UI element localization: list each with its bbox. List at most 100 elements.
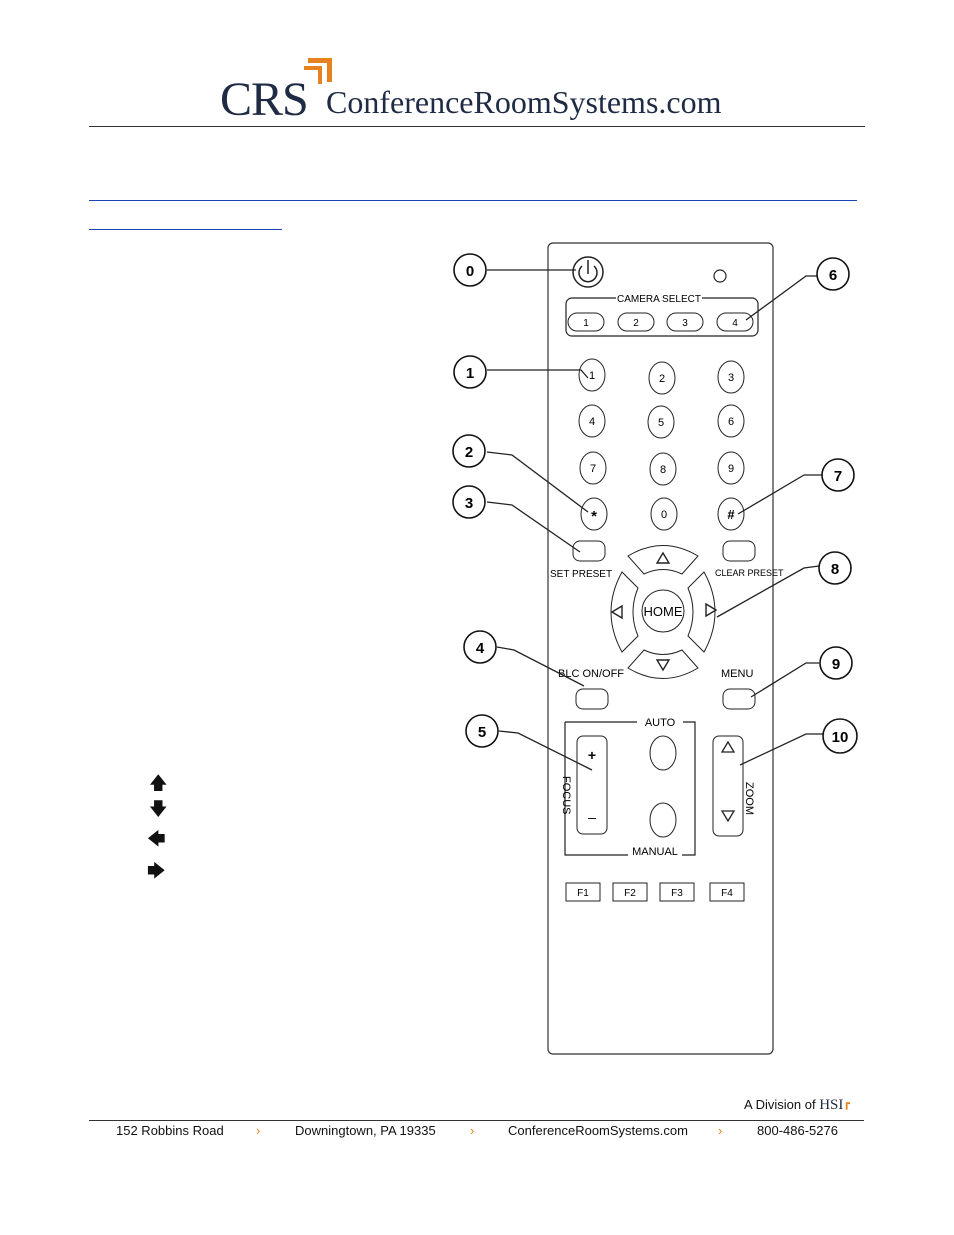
home-label: HOME — [644, 604, 683, 619]
keypad-button-star[interactable] — [580, 497, 608, 531]
camera-select-label: CAMERA SELECT — [617, 294, 701, 305]
camera-button-4-label: 4 — [732, 318, 738, 329]
keypad-label: 3 — [728, 372, 734, 384]
callout-4-label: 4 — [476, 640, 485, 657]
keypad-button-1[interactable] — [578, 358, 606, 392]
callout-10 — [822, 718, 858, 754]
f1-button[interactable] — [565, 882, 601, 902]
camera-select-buttons: 1 2 3 4 — [567, 312, 754, 332]
zoom-rocker[interactable] — [712, 735, 744, 837]
keypad-label: 5 — [658, 417, 664, 429]
auto-focus-button[interactable] — [649, 735, 677, 771]
nav-left-button[interactable] — [610, 571, 639, 653]
keypad-button-7[interactable] — [579, 451, 607, 485]
f3-button[interactable] — [659, 882, 695, 902]
keypad-label: 9 — [728, 463, 734, 475]
keypad-button-3[interactable] — [717, 360, 745, 394]
callout-0 — [453, 253, 487, 287]
keypad-button-8[interactable] — [649, 452, 677, 486]
camera-button-3-label: 3 — [682, 318, 688, 329]
footer-separator: › — [470, 1123, 475, 1138]
zoom-label: ZOOM — [743, 782, 755, 815]
footer-website[interactable]: ConferenceRoomSystems.com — [508, 1123, 688, 1138]
callout-5-label: 5 — [478, 724, 486, 741]
callout-5 — [465, 714, 499, 748]
keypad-label: 8 — [660, 464, 666, 476]
camera-button-4[interactable] — [716, 312, 754, 332]
nav-down-button[interactable] — [627, 649, 699, 679]
callout-lines — [486, 269, 823, 771]
focus-group-frame — [564, 721, 696, 856]
logo-mark-icon — [304, 58, 332, 84]
callout-7 — [821, 458, 855, 492]
menu-button[interactable] — [722, 688, 756, 710]
footer-phone: 800-486-5276 — [757, 1123, 838, 1138]
keypad-label: 1 — [589, 370, 595, 382]
header-rule — [89, 126, 865, 127]
blc-label: BLC ON/OFF — [558, 668, 624, 680]
footer: 152 Robbins Road › Downingtown, PA 19335… — [0, 1123, 954, 1141]
set-preset-button[interactable] — [572, 540, 606, 562]
home-button[interactable] — [641, 589, 685, 633]
clear-preset-label: CLEAR PRESET — [715, 568, 784, 578]
up-triangle-icon — [655, 551, 671, 564]
callout-1-label: 1 — [466, 365, 474, 382]
arrow-left-icon: 🡄 — [147, 829, 166, 849]
footer-separator: › — [718, 1123, 723, 1138]
keypad-button-2[interactable] — [648, 361, 676, 395]
camera-button-2-label: 2 — [633, 318, 639, 329]
callout-9 — [819, 646, 853, 680]
footer-city: Downingtown, PA 19335 — [295, 1123, 436, 1138]
f3-label: F3 — [671, 888, 683, 899]
keypad-label: 0 — [661, 509, 667, 521]
callout-9-label: 9 — [832, 656, 840, 673]
nav-up-button[interactable] — [627, 545, 699, 575]
camera-button-1[interactable] — [567, 312, 605, 332]
focus-rocker[interactable] — [576, 735, 608, 835]
auto-label: AUTO — [645, 717, 676, 729]
f4-button[interactable] — [709, 882, 745, 902]
keypad-button-6[interactable] — [717, 404, 745, 438]
manual-focus-button[interactable] — [649, 802, 677, 838]
callout-4 — [463, 630, 497, 664]
keypad-label: 4 — [589, 416, 595, 428]
keypad-label: 7 — [590, 463, 596, 475]
keypad-button-0[interactable] — [650, 497, 678, 531]
manual-label: MANUAL — [632, 846, 678, 858]
callout-3 — [452, 485, 486, 519]
camera-button-2[interactable] — [617, 312, 655, 332]
footer-rule — [89, 1120, 864, 1121]
zoom-out-triangle-icon — [720, 810, 736, 823]
blc-button[interactable] — [575, 688, 609, 710]
callouts: 0 1 2 3 4 5 6 7 8 9 10 — [452, 253, 858, 754]
division-name: HSI — [819, 1097, 844, 1113]
callout-2-label: 2 — [465, 444, 473, 461]
f2-button[interactable] — [612, 882, 648, 902]
link-underline[interactable] — [89, 200, 857, 201]
indicator-led — [713, 269, 727, 283]
callout-2 — [452, 434, 486, 468]
footer-separator: › — [256, 1123, 261, 1138]
division-mark-icon: ┏ — [843, 1098, 850, 1110]
f1-label: F1 — [577, 888, 589, 899]
division-note: A Division of HSI┏ — [744, 1097, 850, 1114]
callout-1 — [453, 355, 487, 389]
f4-label: F4 — [721, 888, 733, 899]
keypad-button-5[interactable] — [647, 405, 675, 439]
link-underline[interactable] — [89, 229, 282, 230]
power-icon — [578, 265, 598, 283]
keypad-button-4[interactable] — [578, 404, 606, 438]
focus-label: FOCUS — [560, 776, 572, 815]
nav-right-button[interactable] — [687, 571, 716, 653]
arrow-down-icon: 🡇 — [149, 799, 168, 819]
down-triangle-icon — [655, 659, 671, 672]
power-button[interactable] — [572, 256, 604, 288]
set-preset-label: SET PRESET — [550, 569, 612, 580]
division-prefix: A Division of — [744, 1097, 816, 1112]
keypad-button-hash[interactable] — [717, 497, 745, 531]
clear-preset-button[interactable] — [722, 540, 756, 562]
camera-button-3[interactable] — [666, 312, 704, 332]
focus-minus-label: – — [588, 809, 596, 825]
keypad-button-9[interactable] — [717, 451, 745, 485]
callout-8 — [818, 551, 852, 585]
